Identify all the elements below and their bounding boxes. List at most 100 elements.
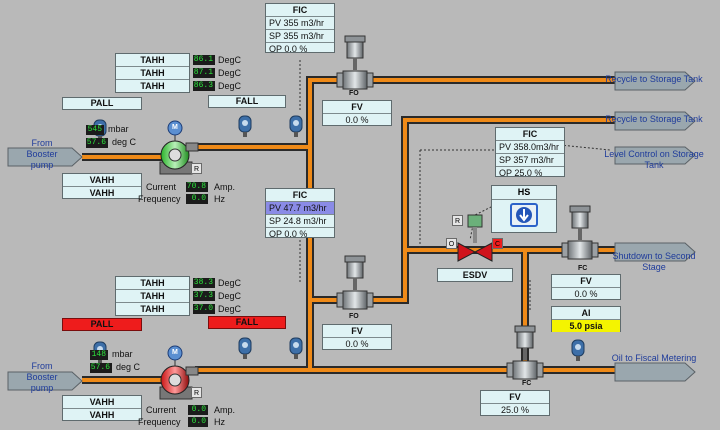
pressure-unit-top: mbar: [108, 124, 129, 134]
tahh-value: 37.3: [193, 291, 215, 301]
valve-right-symbol[interactable]: [561, 205, 599, 260]
transmitter-icon[interactable]: [238, 337, 252, 359]
outlet-arrow-fiscal: [614, 362, 696, 382]
ai-faceplate[interactable]: AI 5.0 psia: [551, 306, 621, 332]
fv-value: 25.0 %: [500, 405, 530, 415]
fv-label: FV: [323, 101, 391, 114]
valve-mid-symbol[interactable]: [336, 255, 374, 310]
fic-title: FIC: [266, 189, 334, 202]
frequency-label-bottom: Frequency: [138, 417, 181, 427]
tahh-unit: DegC: [218, 81, 242, 91]
esdv-closed-indicator[interactable]: C: [492, 238, 503, 249]
esdv-label: ESDV: [437, 268, 513, 282]
fic-pv: PV 355 m3/hr: [266, 17, 334, 30]
valve-fiscal-mode: FC: [522, 380, 532, 387]
hs-faceplate[interactable]: HS: [491, 185, 557, 233]
esdv-valve[interactable]: [457, 214, 493, 262]
pall-alarm-bottom[interactable]: PALL: [62, 318, 142, 331]
tahh-label: TAHH: [116, 290, 189, 303]
esdv-mode-indicator[interactable]: R: [452, 215, 463, 226]
fic-op[interactable]: OP 0.0 %: [269, 229, 308, 239]
fv-value: 0.0 %: [345, 115, 369, 125]
transmitter-icon[interactable]: [571, 339, 585, 361]
pump-bottom-status-indicator[interactable]: R: [191, 387, 202, 398]
outlet-arrow-recycle1: [614, 71, 696, 91]
fv-fiscal-faceplate[interactable]: FV 25.0 %: [480, 390, 550, 416]
fall-alarm-bottom[interactable]: FALL: [208, 316, 286, 329]
fic-op[interactable]: OP 25.0 %: [499, 168, 543, 178]
fic-op[interactable]: OP 0.0 %: [269, 44, 308, 54]
fic-mid-faceplate[interactable]: FIC PV 47.7 m3/hr SP 24.8 m3/hr OP 0.0 %: [265, 188, 335, 239]
valve-fiscal-symbol[interactable]: [506, 325, 544, 380]
source-label-top: From Booster pump: [26, 138, 58, 170]
fv-label: FV: [481, 391, 549, 404]
fic-right-faceplate[interactable]: FIC PV 358.0m3/hr SP 357 m3/hr OP 25.0 %: [495, 127, 565, 178]
tahh-label: TAHH: [116, 67, 189, 80]
temperature-value-top: 57.6: [86, 138, 108, 148]
frequency-unit-bottom: Hz: [214, 417, 225, 427]
pall-alarm-top[interactable]: PALL: [62, 97, 142, 110]
ai-title: AI: [552, 307, 620, 320]
vahh-label: VAHH: [63, 174, 141, 187]
tahh-label: TAHH: [140, 304, 165, 314]
destination-level-control: Level Control on Storage Tank: [604, 149, 704, 170]
destination-fiscal: Oil to Fiscal Metering: [611, 353, 697, 363]
motor-top-label: M: [172, 124, 178, 131]
frequency-label-top: Frequency: [138, 194, 181, 204]
current-unit-top: Amp.: [214, 182, 236, 192]
destination-recycle-1: Recycle to Storage Tank: [605, 74, 703, 84]
transmitter-icon[interactable]: [238, 115, 252, 137]
arrow-down-icon: [516, 207, 532, 223]
valve-right-mode: FC: [578, 265, 588, 272]
frequency-value-top: 0.0: [186, 194, 208, 204]
inlet-arrow-bottom: [7, 371, 83, 391]
esdv-open-indicator[interactable]: O: [446, 238, 457, 249]
fic-title: FIC: [496, 128, 564, 141]
fv-label: FV: [323, 325, 391, 338]
fic-sp[interactable]: SP 24.8 m3/hr: [266, 215, 334, 228]
destination-recycle-2: Recycle to Storage Tank: [605, 114, 703, 124]
current-value-top: 70.8: [186, 182, 208, 192]
fic-sp[interactable]: SP 357 m3/hr: [496, 154, 564, 167]
current-label-bottom: Current: [146, 405, 177, 415]
current-unit-bottom: Amp.: [214, 405, 236, 415]
tahh-unit: DegC: [218, 68, 242, 78]
fall-alarm-top[interactable]: FALL: [208, 95, 286, 108]
fic-sp[interactable]: SP 355 m3/hr: [266, 30, 334, 43]
pump-top-status-indicator[interactable]: R: [191, 163, 202, 174]
motor-bottom-label: M: [172, 349, 178, 356]
motor-top-icon: [167, 120, 183, 141]
valve-top-symbol[interactable]: [336, 35, 374, 90]
temperature-value-bottom: 57.6: [90, 363, 112, 373]
tahh-label: TAHH: [140, 81, 165, 91]
tahh-unit: DegC: [218, 291, 242, 301]
tahh-value: 37.0: [193, 304, 215, 314]
transmitter-icon[interactable]: [289, 115, 303, 137]
tahh-unit: DegC: [218, 55, 242, 65]
fv-right-faceplate[interactable]: FV 0.0 %: [551, 274, 621, 300]
transmitter-icon[interactable]: [289, 337, 303, 359]
pressure-value-bottom: 148: [90, 350, 108, 360]
fv-top-faceplate[interactable]: FV 0.0 %: [322, 100, 392, 126]
outlet-arrow-recycle2: [614, 111, 696, 131]
hs-title: HS: [492, 186, 556, 200]
vahh-label: VAHH: [89, 410, 115, 420]
tahh-label: TAHH: [116, 277, 189, 290]
tahh-unit: DegC: [218, 278, 242, 288]
fic-top-faceplate[interactable]: FIC PV 355 m3/hr SP 355 m3/hr OP 0.0 %: [265, 3, 335, 54]
fic-pv: PV 358.0m3/hr: [496, 141, 564, 154]
tahh-value: 86.1: [193, 55, 215, 65]
outlet-arrow-level: [614, 146, 696, 165]
current-label-top: Current: [146, 182, 177, 192]
pump-top-graphic[interactable]: [159, 140, 199, 175]
vahh-label: VAHH: [89, 188, 115, 198]
pump-bottom-graphic[interactable]: [159, 365, 199, 400]
tahh-unit: DegC: [218, 304, 242, 314]
vahh-label: VAHH: [63, 396, 141, 409]
fv-label: FV: [552, 275, 620, 288]
fv-mid-faceplate[interactable]: FV 0.0 %: [322, 324, 392, 350]
vahh-group-top: VAHH VAHH: [62, 173, 142, 199]
signal-lines: [299, 60, 611, 310]
hs-shutdown-button[interactable]: [510, 203, 538, 227]
